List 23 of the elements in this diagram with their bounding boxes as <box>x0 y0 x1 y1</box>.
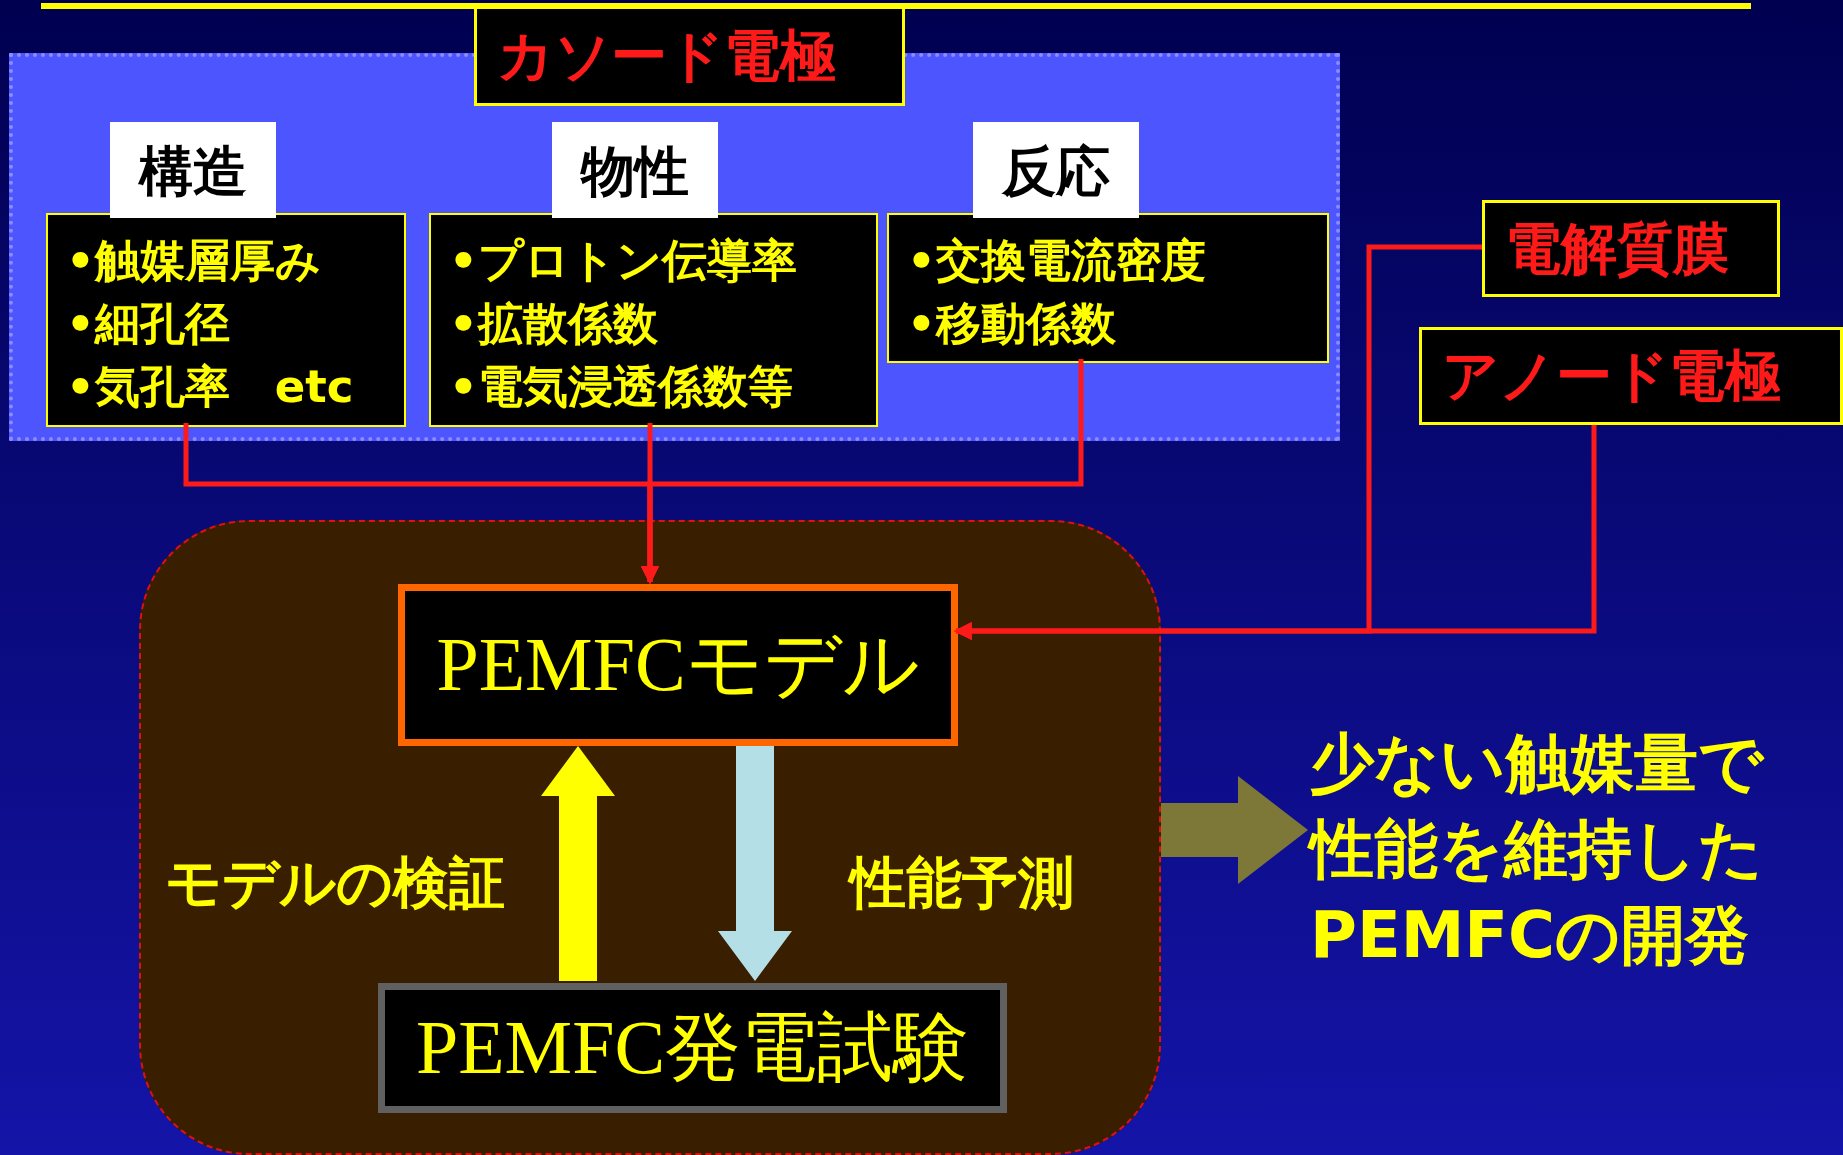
rounded-region <box>139 520 1161 1155</box>
arrow <box>953 425 1597 640</box>
heading-box: カソード電極 <box>474 6 905 106</box>
arrow <box>641 359 1084 585</box>
bullet-item: •交換電流密度 <box>907 233 1206 289</box>
bullet-item: •気孔率 etc <box>66 359 354 415</box>
bullet-item: •電気浸透係数等 <box>449 359 793 415</box>
tab-label: 反応 <box>973 122 1139 218</box>
model-box: PEMFC発電試験 <box>378 983 1007 1113</box>
bullet-item: •拡散係数 <box>449 296 658 352</box>
block-arrow <box>541 746 615 981</box>
model-box: PEMFCモデル <box>398 584 958 746</box>
bullet-item: •細孔径 <box>66 296 230 352</box>
label-box: 電解質膜 <box>1482 200 1780 297</box>
label-box: アノード電極 <box>1419 327 1843 425</box>
edge-label: モデルの検証 <box>165 849 505 917</box>
tab-label: 構造 <box>110 122 276 218</box>
bullet-item: •プロトン伝導率 <box>449 233 797 289</box>
bullet-item: •触媒層厚み <box>66 233 321 289</box>
bullet-item: •移動係数 <box>907 296 1116 352</box>
block-arrow <box>718 746 792 981</box>
block-arrow <box>1161 776 1308 884</box>
tab-label: 物性 <box>552 122 718 218</box>
